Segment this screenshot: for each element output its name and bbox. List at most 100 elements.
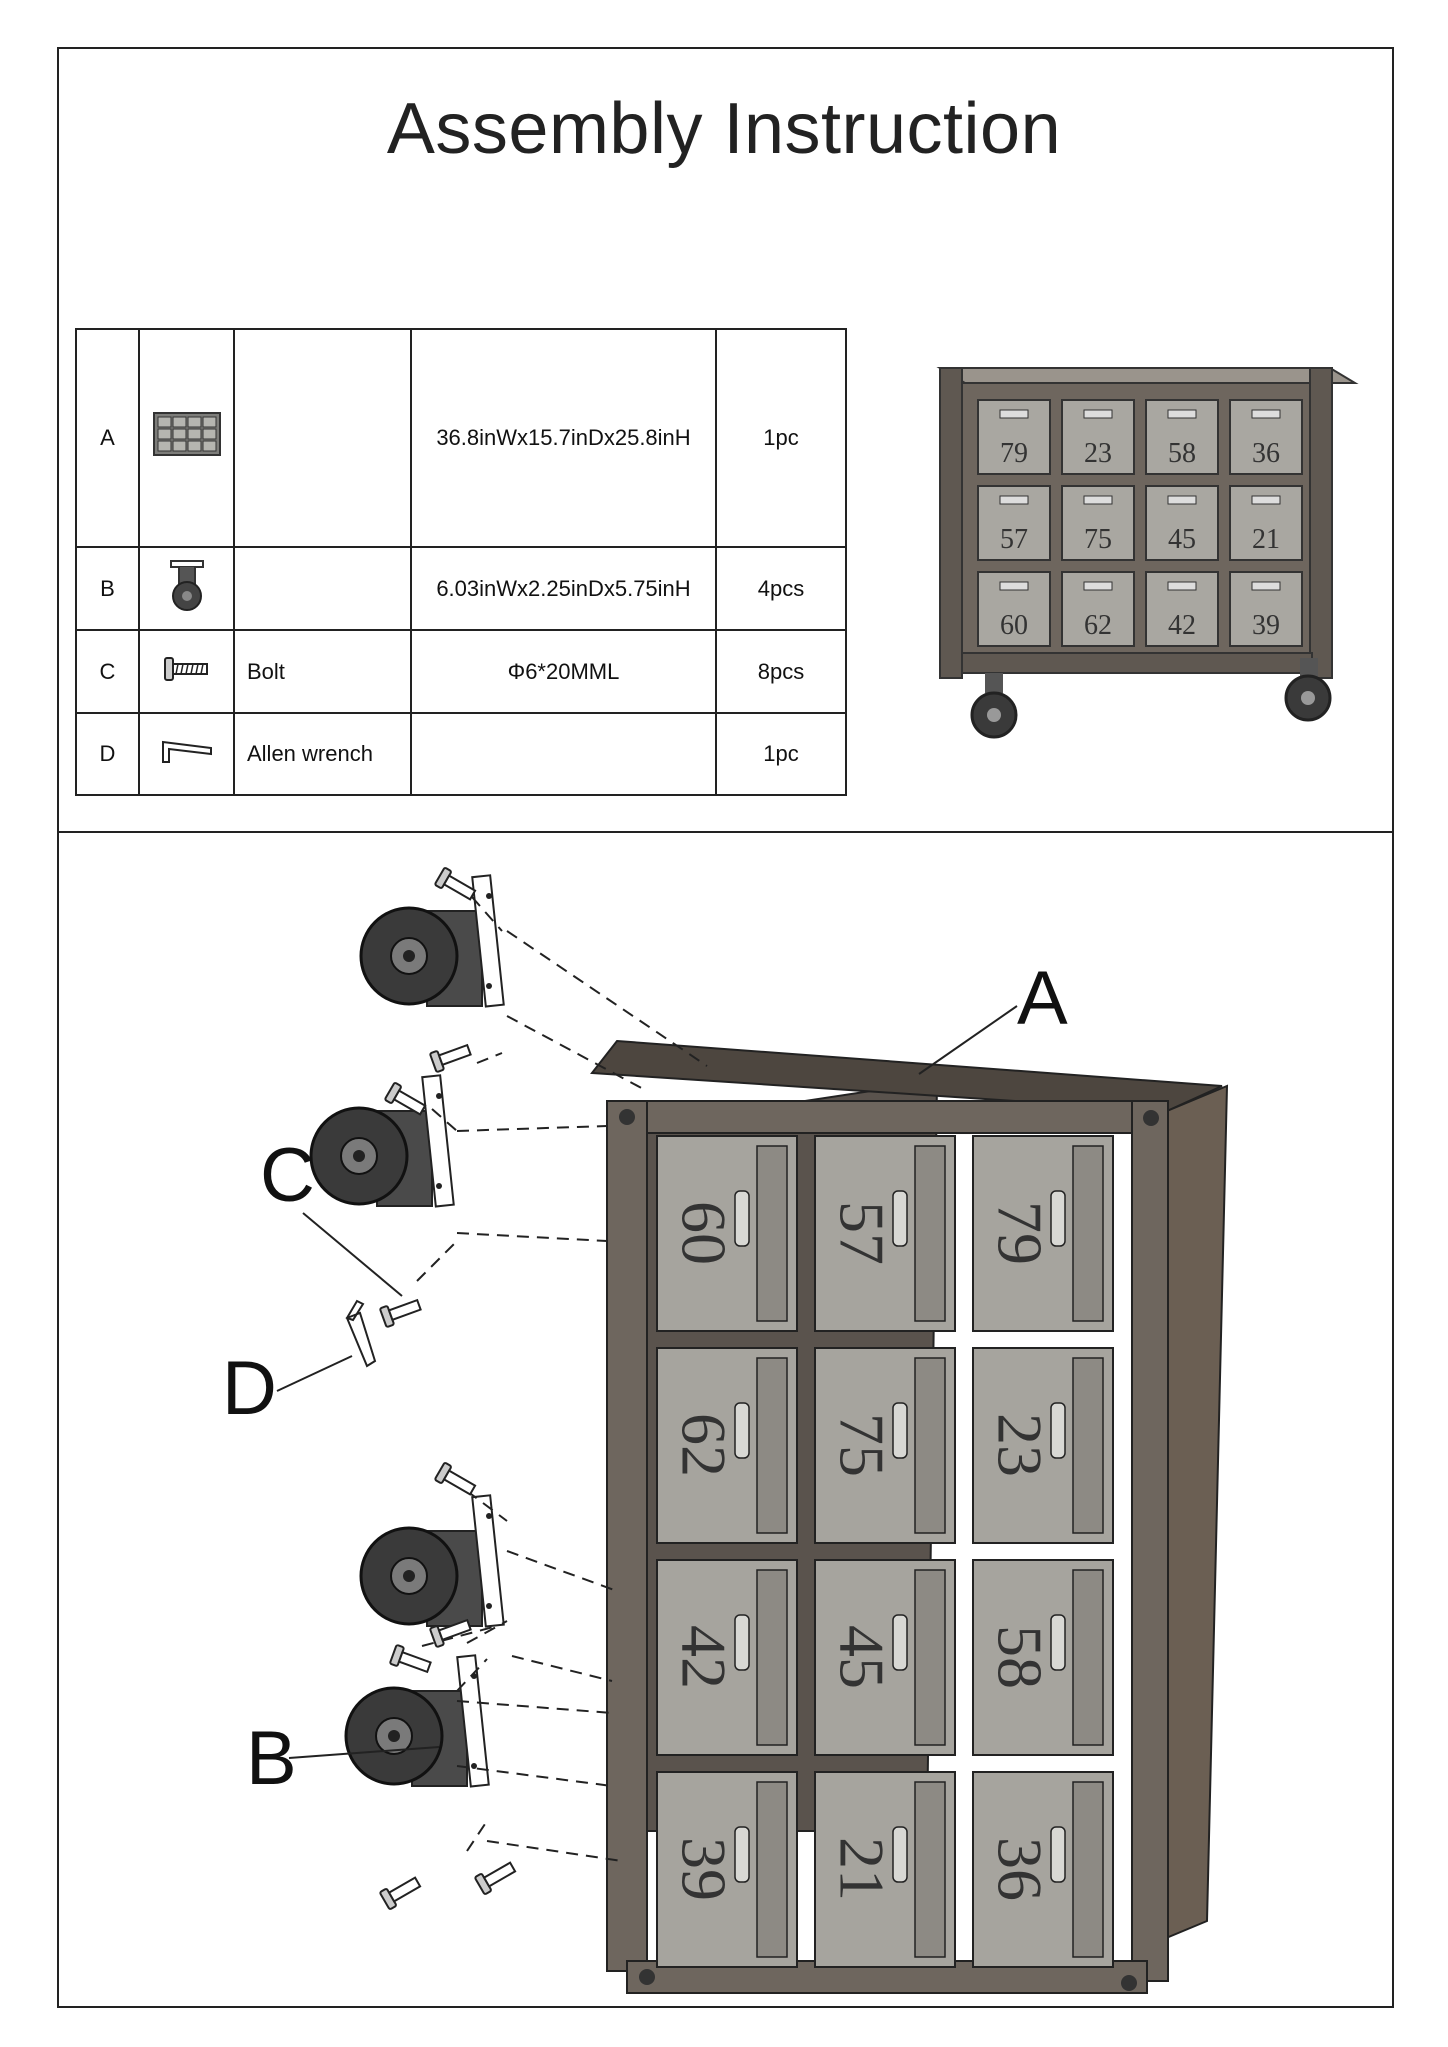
drawer: 39 [656,1771,798,1968]
drawer-number: 60 [1000,610,1028,641]
caster-wheel-icon [1284,658,1332,722]
bolt-icon [379,1298,422,1328]
drawer-number: 75 [1084,524,1112,555]
drawer: 23 [972,1347,1114,1544]
caster-wheel-icon [359,1494,505,1628]
part-dimension: 36.8inWx15.7inDx25.8inH [410,328,717,548]
part-qty: 1pc [715,712,847,796]
drawer: 42 [1145,571,1219,647]
drawer-number: 79 [984,1201,1055,1265]
drawer: 39 [1229,571,1303,647]
drawer-number: 45 [826,1625,897,1689]
drawer: 36 [972,1771,1114,1968]
parts-table: A 36.8inWx15.7inDx25.8inH 1pc B [75,328,847,796]
part-image [138,328,235,548]
bolt-icon [474,1861,517,1895]
callout-d: D [222,1346,277,1431]
part-label: D [75,712,140,796]
allen-wrench-icon [161,740,212,763]
drawer: 21 [814,1771,956,1968]
drawer-number: 36 [1252,438,1280,469]
drawer: 62 [1061,571,1135,647]
drawer: 21 [1229,485,1303,561]
part-dimension: 6.03inWx2.25inDx5.75inH [410,546,717,631]
allen-wrench-icon [345,1299,377,1368]
part-name: Allen wrench [233,712,412,796]
caster-wheel-icon [309,1074,455,1208]
drawer: 36 [1229,399,1303,475]
part-label: A [75,328,140,548]
table-row: D Allen wrench 1pc [75,712,847,796]
drawer: 57 [814,1135,956,1332]
drawer-number: 42 [668,1625,739,1689]
table-row: B 6.03inWx2.25inDx5.75inH 4pcs [75,546,847,631]
drawer-number: 58 [984,1625,1055,1689]
drawer: 58 [972,1559,1114,1756]
drawer-number: 42 [1168,610,1196,641]
drawer-number: 62 [1084,610,1112,641]
bolt-icon [429,1618,472,1648]
part-qty: 4pcs [715,546,847,631]
part-label: C [75,629,140,714]
table-row: C Bolt Φ6*20MML 8pcs [75,629,847,714]
drawer-number: 36 [984,1837,1055,1901]
callout-c: C [260,1133,315,1218]
part-name [233,546,412,631]
drawer: 60 [977,571,1051,647]
caster-wheel-icon [169,559,204,611]
drawer: 60 [656,1135,798,1332]
drawer: 79 [977,399,1051,475]
part-qty: 1pc [715,328,847,548]
product-illustration: 79 23 58 36 57 75 45 21 60 62 42 39 [936,367,1359,739]
caster-wheel-icon [344,1654,490,1788]
page-title: Assembly Instruction [386,89,1062,169]
drawer-number: 21 [826,1837,897,1901]
drawer-number: 23 [1084,438,1112,469]
assembly-diagram: 60 57 79 62 75 23 42 45 58 39 21 36 [57,831,1229,1994]
drawer-number: 57 [1000,524,1028,555]
bolt-icon [163,656,208,681]
cabinet-icon [152,412,221,456]
bolt-icon [389,1644,432,1674]
drawer: 45 [814,1559,956,1756]
drawer: 58 [1145,399,1219,475]
part-dimension [410,712,717,796]
drawer-number: 45 [1168,524,1196,555]
drawer-number: 75 [826,1413,897,1477]
drawer-number: 62 [668,1413,739,1477]
drawer: 75 [1061,485,1135,561]
drawer: 42 [656,1559,798,1756]
part-name: Bolt [233,629,412,714]
caster-wheel-icon [359,874,505,1008]
bolt-icon [434,1462,477,1496]
drawer-number: 58 [1168,438,1196,469]
part-dimension: Φ6*20MML [410,629,717,714]
part-image [138,546,235,631]
drawer: 79 [972,1135,1114,1332]
bolt-icon [429,1043,472,1073]
bolt-icon [384,1082,427,1116]
caster-wheel-icon [970,673,1018,739]
part-image [138,712,235,796]
drawer: 23 [1061,399,1135,475]
part-label: B [75,546,140,631]
drawer-number: 57 [826,1201,897,1265]
drawer-number: 39 [668,1837,739,1901]
drawer-number: 60 [668,1201,739,1265]
part-qty: 8pcs [715,629,847,714]
callout-a: A [1017,956,1068,1041]
drawer: 62 [656,1347,798,1544]
part-image [138,629,235,714]
drawer: 45 [1145,485,1219,561]
part-name [233,328,412,548]
callout-b: B [246,1716,297,1801]
drawer-number: 39 [1252,610,1280,641]
drawer-number: 23 [984,1413,1055,1477]
bolt-icon [379,1876,422,1910]
drawer: 57 [977,485,1051,561]
drawer-number: 79 [1000,438,1028,469]
table-row: A 36.8inWx15.7inDx25.8inH 1pc [75,328,847,548]
bolt-icon [434,867,477,901]
drawer: 75 [814,1347,956,1544]
drawer-number: 21 [1252,524,1280,555]
